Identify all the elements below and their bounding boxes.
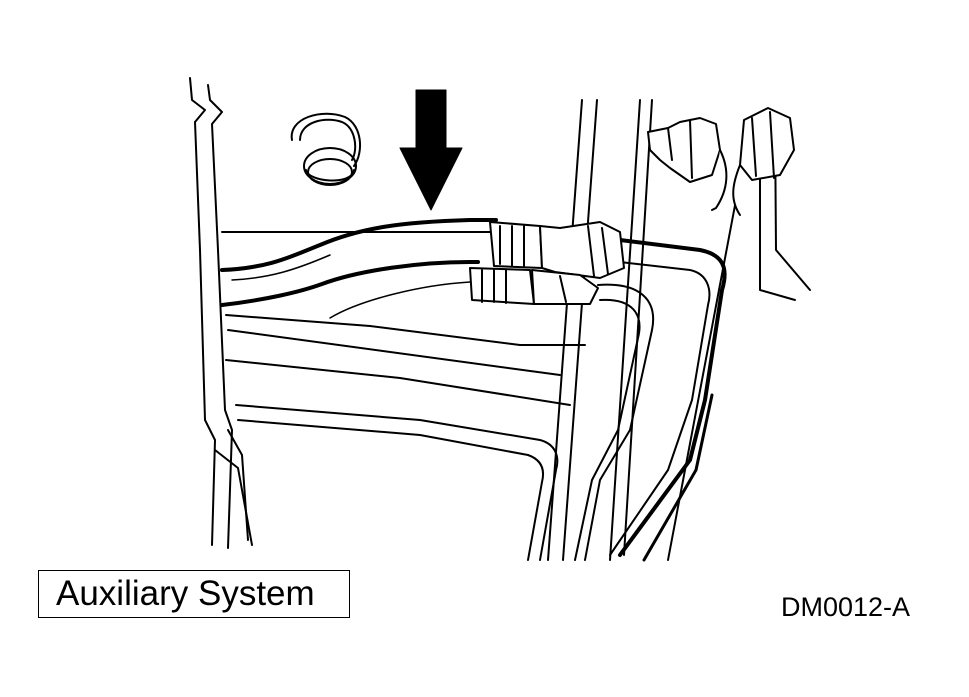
left-panel-edge	[189, 77, 253, 549]
down-arrow-pointer	[399, 89, 463, 211]
system-label: Auxiliary System	[38, 570, 350, 618]
figure-code: DM0012-A	[781, 592, 911, 622]
grommet-plug	[290, 112, 362, 186]
routed-lines	[574, 238, 727, 562]
frame-rails	[547, 99, 811, 561]
floor-panel	[221, 231, 586, 561]
main-hoses	[220, 218, 498, 319]
quick-connect-couplings	[469, 221, 625, 305]
mounting-bolts	[647, 107, 795, 216]
